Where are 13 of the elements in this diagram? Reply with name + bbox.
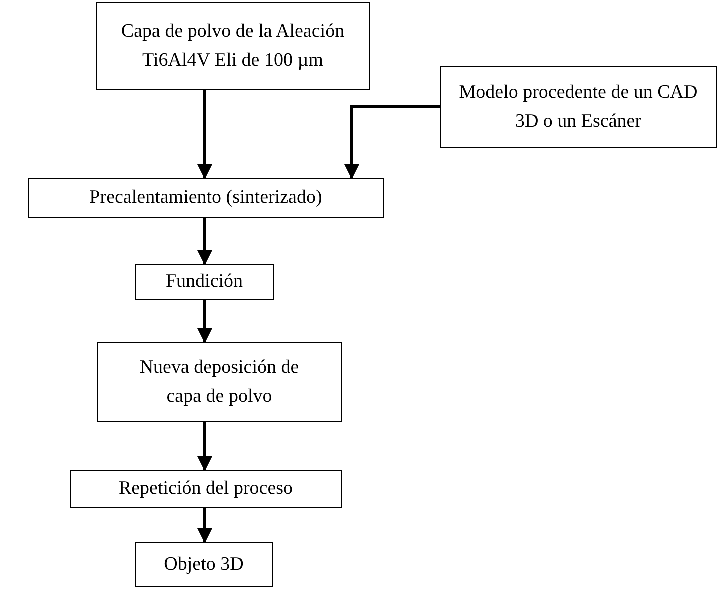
arrow [198,422,212,472]
arrow [198,90,212,180]
process-box: Repetición del proceso [70,470,342,508]
arrow [198,508,212,544]
process-box: Nueva deposición de capa de polvo [97,342,342,422]
process-box: Modelo procedente de un CAD 3D o un Escáner [440,66,717,148]
arrow [198,218,212,266]
arrow [198,300,212,344]
process-box: Fundición [135,264,274,300]
process-box: Precalentamiento (sinterizado) [28,178,384,218]
process-box: Objeto 3D [135,542,273,587]
process-box: Capa de polvo de la Aleación Ti6Al4V Eli de 100 µm [96,2,370,90]
arrow [344,106,440,180]
